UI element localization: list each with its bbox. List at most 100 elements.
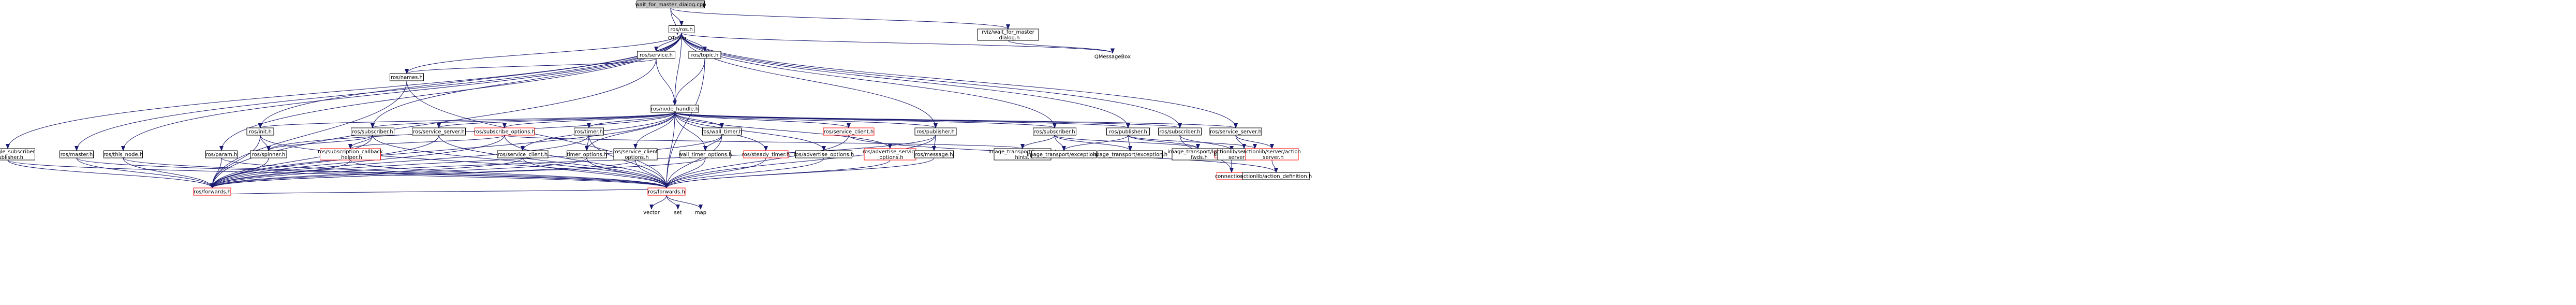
- graph-node-service-client-b[interactable]: ros/service_client.h: [497, 150, 549, 158]
- graph-node-init[interactable]: ros/init.h: [246, 127, 274, 136]
- dependency-edge: [1054, 135, 1200, 149]
- dependency-edge: [210, 135, 722, 188]
- node-box: [613, 148, 658, 161]
- graph-node-spinner[interactable]: ros/spinner.h: [250, 150, 287, 158]
- dependency-edge: [1128, 135, 1132, 151]
- node-label: ros/forwards.h: [648, 190, 685, 195]
- dependency-edge: [681, 33, 1057, 128]
- node-label: ros/advertise_service: [863, 149, 917, 155]
- node-box: [574, 127, 604, 136]
- node-label: ros/service_client.h: [824, 129, 874, 135]
- node-label: ros/names.h: [391, 75, 423, 81]
- dependency-edge: [664, 58, 705, 188]
- node-box: [823, 127, 875, 136]
- graph-node-it-subscriber[interactable]: ros/subscriber.h: [1033, 127, 1076, 136]
- graph-node-steady-timer[interactable]: ros/steady_timer.h: [742, 150, 790, 158]
- graph-node-wait[interactable]: wait_for_master_dialog.cpp: [635, 1, 706, 8]
- dependency-edge: [504, 135, 1025, 149]
- dependency-edge: [703, 135, 722, 151]
- node-label: vector: [643, 210, 660, 216]
- graph-node-sp-subscriber[interactable]: ros/subscriber.h: [1158, 127, 1202, 136]
- graph-node-param[interactable]: ros/param.h: [205, 150, 238, 158]
- node-label: wall_timer_options.h: [679, 152, 732, 158]
- node-label: ros/init.h: [249, 129, 272, 135]
- graph-node-subscriber[interactable]: ros/subscriber.h: [351, 127, 394, 136]
- graph-node-service-server[interactable]: ros/service_server.h: [412, 127, 466, 136]
- node-box: [475, 127, 535, 136]
- dependency-edge: [1008, 40, 1115, 54]
- dependency-edge: [76, 157, 214, 188]
- node-label: _hints.h: [1012, 155, 1032, 161]
- dependency-edge: [585, 112, 675, 151]
- graph-node-names[interactable]: ros/names.h: [390, 73, 424, 81]
- graph-node-service-client[interactable]: ros/service_client.h: [823, 127, 875, 136]
- node-box: [103, 150, 143, 158]
- node-label: ros/this_node.h: [103, 152, 143, 158]
- graph-node-forwards-a[interactable]: ros/forwards.h: [193, 187, 231, 196]
- node-box: [1098, 150, 1163, 158]
- node-label: ros/node_handle.h: [651, 107, 699, 112]
- node-box: [977, 28, 1039, 41]
- graph-node-it-exception-a[interactable]: image_transport/exception.h: [1027, 150, 1101, 158]
- dependency-edge: [210, 157, 706, 188]
- graph-node-al-service-server[interactable]: actionlib/server/action_server.h: [1243, 148, 1301, 161]
- graph-node-wall-timer-options[interactable]: wall_timer_options.h: [679, 150, 732, 158]
- dependency-edge: [7, 159, 214, 188]
- dependency-edge: [674, 112, 1057, 128]
- graph-node-sub-cb-helper[interactable]: ros/subscription_callback_helper.h: [318, 148, 383, 161]
- node-label: _fwds.h: [1188, 155, 1208, 161]
- graph-node-al-action-definition[interactable]: actionlib/action_definition.h: [1240, 172, 1312, 180]
- dependency-edge: [1128, 135, 1257, 149]
- node-label: connection.h: [1215, 174, 1249, 180]
- graph-node-timer[interactable]: ros/timer.h: [574, 127, 604, 136]
- dependency-edge: [681, 33, 1238, 128]
- graph-node-service-client-options[interactable]: ros/service_client_options.h: [613, 148, 658, 161]
- graph-node-topic[interactable]: ros/topic.h: [688, 51, 721, 59]
- dependency-edge: [210, 135, 589, 188]
- graph-node-subscribe-options[interactable]: ros/subscribe_options.h: [474, 127, 535, 136]
- node-box: [679, 150, 731, 158]
- node-label: ros/param.h: [206, 152, 238, 158]
- dependency-edge: [7, 159, 669, 188]
- graph-node-service[interactable]: ros/service.h: [637, 51, 675, 59]
- graph-node-map: map: [695, 210, 706, 216]
- graph-node-single-sub-pub[interactable]: ros/single_subscriber_publisher.h: [0, 148, 36, 161]
- node-label: _options.h: [876, 155, 903, 161]
- dependency-edge: [666, 195, 703, 210]
- graph-node-forwards-b[interactable]: ros/forwards.h: [647, 187, 686, 196]
- graph-node-timer-options[interactable]: timer_options.h: [567, 150, 607, 158]
- graph-node-this-node[interactable]: ros/this_node.h: [103, 150, 143, 158]
- dependency-edge: [1062, 135, 1129, 151]
- graph-node-publisher[interactable]: ros/publisher.h: [914, 127, 957, 136]
- node-label: ros/forwards.h: [194, 190, 231, 195]
- graph-node-advertise-service-options[interactable]: ros/advertise_service_options.h: [863, 148, 917, 161]
- dependency-edge: [681, 33, 1182, 128]
- node-box: [795, 150, 852, 158]
- graph-node-master[interactable]: ros/master.h: [60, 150, 94, 158]
- dependency-edge: [438, 135, 669, 188]
- node-label: actionlib/server/service: [1214, 149, 1275, 155]
- node-label: _server_imp.h: [1225, 155, 1262, 161]
- node-label: ros/subscriber.h: [1159, 129, 1200, 135]
- node-box: [669, 25, 694, 33]
- graph-node-advertise-options[interactable]: ros/advertise_options.h: [794, 150, 854, 158]
- graph-node-sp-service-server[interactable]: ros/service_server.h: [1209, 127, 1262, 136]
- graph-node-rosros[interactable]: ros/ros.h: [669, 25, 694, 33]
- graph-node-message[interactable]: ros/message.h: [914, 150, 954, 158]
- node-box: [1031, 150, 1097, 158]
- graph-node-rviz[interactable]: rviz/wait_for_master_dialog.h: [977, 28, 1039, 41]
- node-label: _server.h: [1260, 155, 1283, 161]
- graph-node-nodehandle[interactable]: ros/node_handle.h: [650, 105, 699, 113]
- node-label: ros/ros.h: [670, 27, 692, 33]
- dependency-edge: [1235, 135, 1274, 149]
- node-box: [412, 127, 466, 136]
- graph-node-it-publisher[interactable]: ros/publisher.h: [1106, 127, 1150, 136]
- graph-node-wall-timer[interactable]: ros/wall_timer.h: [702, 127, 743, 136]
- node-box: [650, 105, 699, 113]
- dependency-edge: [670, 8, 1010, 30]
- node-box: [1245, 148, 1299, 161]
- node-label: ros/message.h: [915, 152, 953, 158]
- node-box: [743, 150, 789, 158]
- graph-node-it-exception-b[interactable]: image_transport/exception.h: [1093, 150, 1167, 158]
- dependency-edge: [210, 157, 587, 188]
